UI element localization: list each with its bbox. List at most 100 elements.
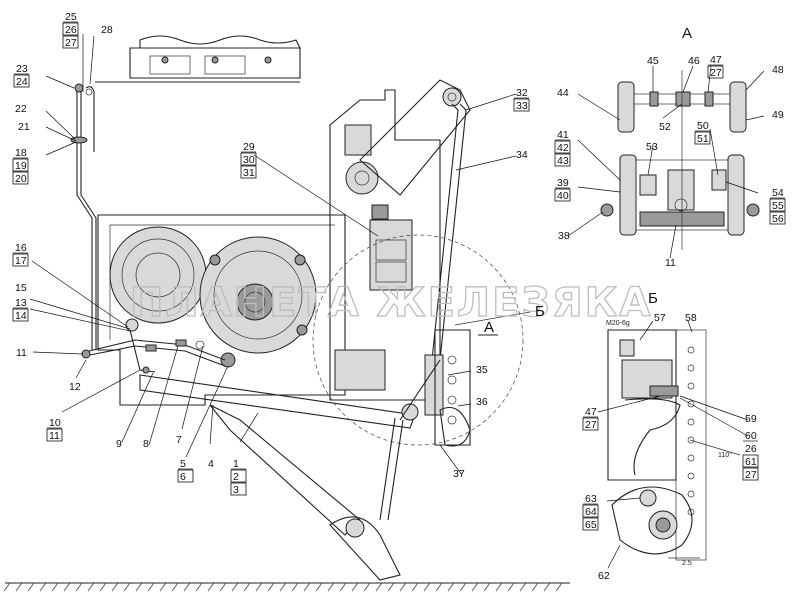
part-number: 4 [208,458,214,470]
callout-35: 35 [476,364,488,376]
callout-9: 9 [116,438,122,450]
part-number: 34 [516,149,528,161]
callout-52: 52 [659,121,671,133]
callout-box [707,65,724,79]
lower-link [139,359,441,581]
part-number: 30 [243,154,255,166]
part-number: 31 [243,167,255,179]
callout-box [554,153,571,167]
part-number: 36 [476,396,488,408]
part-number: 8 [143,438,149,450]
gearbox-housing [97,214,346,406]
part-number: 41 [557,129,569,141]
part-number: 43 [557,155,569,167]
callout-45: 45 [647,55,659,67]
part-number: 16 [15,242,27,254]
callout-49: 49 [772,109,784,121]
callout-box [240,165,257,179]
part-number: 11 [16,347,27,359]
part-number: 54 [772,187,784,199]
part-number: 12 [69,381,81,393]
callout-box [742,454,759,468]
callout-21: 21 [18,121,30,133]
part-number: 65 [585,519,597,531]
lift-cylinder-block [329,89,441,401]
part-number: 53 [646,141,658,153]
part-number: 19 [15,160,27,172]
part-number: 17 [15,255,27,267]
callout-37: 37 [453,468,465,480]
part-number: 39 [557,177,569,189]
callout-box [46,428,63,442]
part-number: 1 [233,458,239,470]
view-a: А [600,25,760,250]
callout-44: 44 [557,87,569,99]
callout-box [582,517,599,531]
part-number: 45 [647,55,659,67]
leader-lines [29,34,765,569]
callout-box [554,188,571,202]
callout-28: 28 [101,24,113,36]
section-mark-b: Б [535,303,545,320]
part-number: 23 [16,63,28,75]
callout-62: 62 [598,570,610,582]
callout-5: 56 [177,458,194,483]
callout-box [582,504,599,518]
callout-53: 53 [646,141,658,153]
part-number: 20 [15,173,27,185]
callout-box [62,22,79,36]
callout-box [513,98,530,112]
part-number: 26 [745,443,757,455]
callout-57: 57 [654,312,666,324]
part-number: 27 [585,419,597,431]
callout-22: 22 [15,103,27,115]
part-number: 57 [654,312,666,324]
part-number: 47 [585,406,597,418]
callout-11: 11 [16,347,27,359]
part-number: 27 [745,469,757,481]
part-number: 27 [65,37,77,49]
part-number: 13 [15,297,27,309]
part-number: 29 [243,141,255,153]
part-number: 58 [685,312,697,324]
part-number: 27 [710,67,722,79]
part-number: 33 [516,100,528,112]
part-number: 37 [453,468,465,480]
seat-platform [95,35,301,83]
part-number: 26 [65,24,77,36]
part-number: 60 [745,430,757,442]
callout-34: 34 [516,149,528,161]
main-view: ПЛАНЕТА ЖЕЛЕЗЯКА А Б [3,35,651,592]
gap-note: 2.5 [682,560,692,567]
callout-48: 48 [772,64,784,76]
part-number: 15 [15,282,27,294]
callout-box [742,467,759,481]
view-b: Б M20-6g 110° 2.5 [606,290,741,567]
part-number: 5 [180,458,186,470]
callout-box [12,253,29,267]
part-number: 46 [688,55,700,67]
part-number: 56 [772,213,784,225]
part-number: 7 [176,434,182,446]
callout-box [230,482,247,496]
ground-line [3,582,570,592]
part-number: 24 [16,76,28,88]
callout-box [177,469,194,483]
callout-box [230,469,247,483]
part-number: 22 [15,103,27,115]
detail-circle-b [312,234,524,446]
part-number: 38 [558,230,570,242]
part-number: 35 [476,364,488,376]
part-number: 42 [557,142,569,154]
part-number: 3 [233,484,239,496]
section-mark-a: А [484,319,494,336]
callout-box [13,74,30,88]
